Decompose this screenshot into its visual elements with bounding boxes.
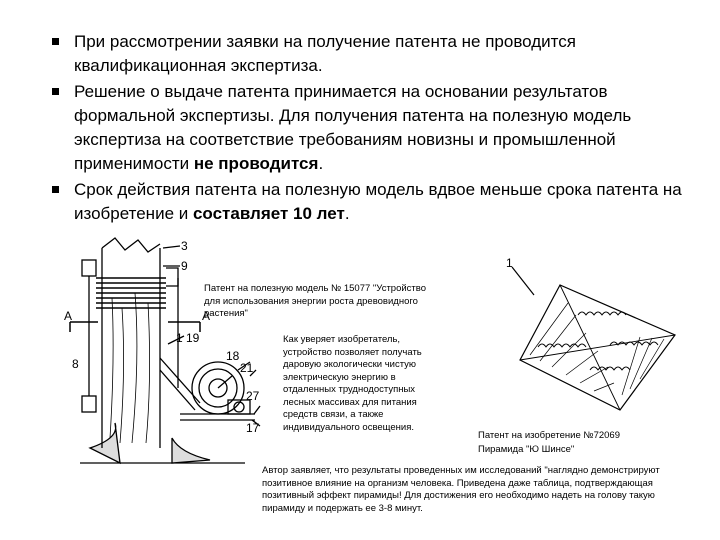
- figure-label: 18: [226, 349, 240, 363]
- figure-label: 17: [246, 421, 260, 435]
- figure-label: 1: [176, 331, 183, 345]
- author-claim-text: Автор заявляет, что результаты проведенн…: [262, 465, 660, 514]
- figure-label: 1: [506, 256, 513, 270]
- bullet-item: Срок действия патента на полезную модель…: [52, 178, 692, 226]
- bullet-square-icon: [52, 38, 59, 45]
- bullet-item: Решение о выдаче патента принимается на …: [52, 80, 692, 176]
- bullet-item: При рассмотрении заявки на получение пат…: [52, 30, 692, 78]
- bullet-bold-text: составляет 10 лет: [192, 204, 345, 223]
- bullet-bold-text: не проводится: [193, 154, 319, 173]
- figure-label: 3: [181, 239, 188, 253]
- figure-label: 9: [181, 259, 188, 273]
- bullet-square-icon: [52, 186, 59, 193]
- bullet-list: При рассмотрении заявки на получение пат…: [52, 30, 692, 228]
- pyramid-drawing: 1: [506, 256, 676, 411]
- inventor-claim-text: Как уверяет изобретатель, устройство поз…: [283, 334, 422, 433]
- invention-caption-line1: Патент на изобретение №72069: [478, 430, 620, 441]
- bullet-text: Решение о выдаче патента принимается на …: [74, 82, 632, 173]
- tree-device-drawing: 3 9 А А 8 1 19 18 21 27 17: [64, 237, 261, 465]
- figure-label: 19: [186, 331, 200, 345]
- bullet-text: Срок действия патента на полезную модель…: [74, 180, 682, 223]
- figure-label: 8: [72, 357, 79, 371]
- figure-label: А: [202, 309, 210, 323]
- bullet-text: При рассмотрении заявки на получение пат…: [74, 32, 576, 75]
- invention-caption-line2: Пирамида "Ю Шинсе": [478, 444, 575, 455]
- bullet-text-end: .: [344, 204, 350, 223]
- figure-label: 21: [240, 361, 254, 375]
- bullet-square-icon: [52, 88, 59, 95]
- figure-label: А: [64, 309, 72, 323]
- figure-label: 27: [246, 389, 260, 403]
- bullet-text-end: .: [318, 154, 324, 173]
- utility-model-caption: Патент на полезную модель № 15077 "Устро…: [204, 283, 426, 319]
